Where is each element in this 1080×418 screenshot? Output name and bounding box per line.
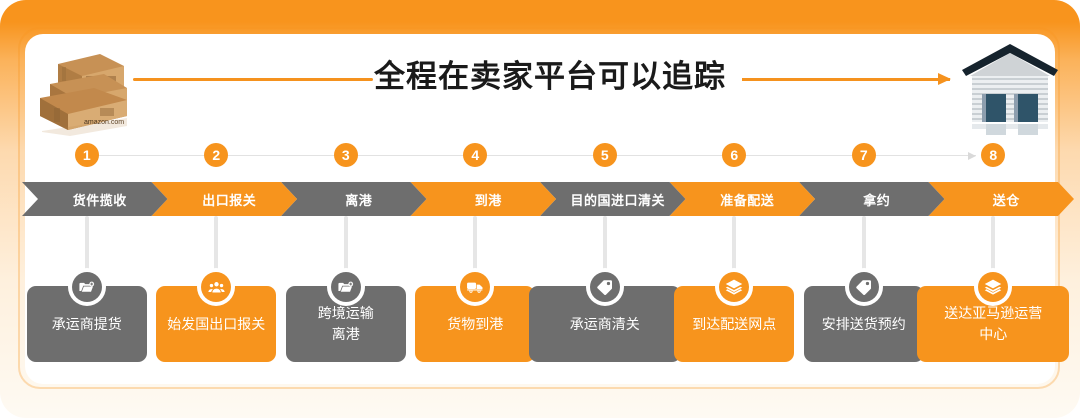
step-number-6: 6 [722, 143, 747, 167]
stage-chevron-7[interactable]: 拿约 [799, 182, 945, 216]
detail-card-label: 承运商提货 [51, 315, 122, 332]
step-number-5: 5 [592, 143, 617, 167]
stage-chevron-band: 货件揽收 出口报关 离港 到港 目的国进口清关 准备配送 拿约 送仓 [22, 182, 1058, 216]
stage-chevron-label: 离港 [345, 192, 373, 208]
stage-chevron-label: 货件揽收 [72, 192, 127, 208]
stage-chevron-4[interactable]: 到港 [411, 182, 557, 216]
amazon-boxes-icon: amazon.com amazon.com [28, 36, 132, 136]
stage-chevron-label: 拿约 [863, 192, 891, 208]
stage-chevron-label: 送仓 [992, 192, 1020, 208]
connector-stem-5 [602, 216, 607, 288]
layers-icon [719, 272, 750, 302]
card-badge-1 [67, 268, 106, 306]
step-number-1: 1 [74, 143, 99, 167]
card-badge-6 [715, 268, 754, 306]
step-number-2: 2 [204, 143, 229, 167]
connector-stem-4 [473, 216, 478, 288]
detail-card-label: 跨境运输 离港 [317, 305, 374, 342]
step-number-rail: 1 2 3 4 5 6 7 8 [60, 143, 1020, 167]
people-group-icon [201, 272, 232, 302]
step-number-8: 8 [981, 143, 1006, 167]
step-number-7: 7 [851, 143, 876, 167]
connector-stem-7 [861, 216, 866, 288]
connector-stem-3 [343, 216, 348, 288]
step-number-4: 4 [463, 143, 488, 167]
stage-chevron-8[interactable]: 送仓 [929, 182, 1075, 216]
connector-stem-6 [732, 216, 737, 288]
tag-icon [848, 272, 879, 302]
card-badge-4 [456, 268, 495, 306]
connector-stem-8 [991, 216, 996, 288]
stage-chevron-5[interactable]: 目的国进口清关 [540, 182, 686, 216]
stage-chevron-label: 准备配送 [720, 192, 775, 208]
warehouse-icon [958, 36, 1062, 136]
stage-chevron-label: 出口报关 [202, 192, 257, 208]
layers-icon [978, 272, 1009, 302]
detail-card-label: 安排送货预约 [821, 315, 906, 332]
headline-rule-left [133, 78, 373, 81]
stage-chevron-label: 目的国进口清关 [570, 192, 665, 208]
truck-icon [460, 272, 491, 302]
connector-stem-1 [84, 216, 89, 288]
rail-line [96, 151, 976, 160]
detail-card-label: 承运商清关 [569, 315, 640, 332]
stage-chevron-3[interactable]: 离港 [281, 182, 427, 216]
folder-pickup-icon [330, 272, 361, 302]
headline-arrow-right [742, 73, 951, 85]
stage-chevron-2[interactable]: 出口报关 [152, 182, 298, 216]
card-badge-5 [585, 268, 624, 306]
detail-card-label: 到达配送网点 [692, 315, 777, 332]
stage-chevron-1[interactable]: 货件揽收 [22, 182, 168, 216]
stage-chevron-6[interactable]: 准备配送 [670, 182, 816, 216]
svg-text:amazon.com: amazon.com [84, 119, 124, 126]
card-badge-7 [844, 268, 883, 306]
card-badge-8 [974, 268, 1013, 306]
card-badge-2 [197, 268, 236, 306]
card-badge-3 [326, 268, 365, 306]
folder-pickup-icon [71, 272, 102, 302]
detail-card-label: 货物到港 [447, 315, 504, 332]
detail-card-label: 始发国出口报关 [167, 315, 266, 332]
page-title: 全程在卖家平台可以追踪 [374, 59, 726, 94]
tag-icon [589, 272, 620, 302]
connector-stem-2 [214, 216, 219, 288]
detail-card-label: 送达亚马逊运营 中心 [944, 305, 1043, 342]
stage-chevron-label: 到港 [474, 192, 502, 208]
step-number-3: 3 [333, 143, 358, 167]
